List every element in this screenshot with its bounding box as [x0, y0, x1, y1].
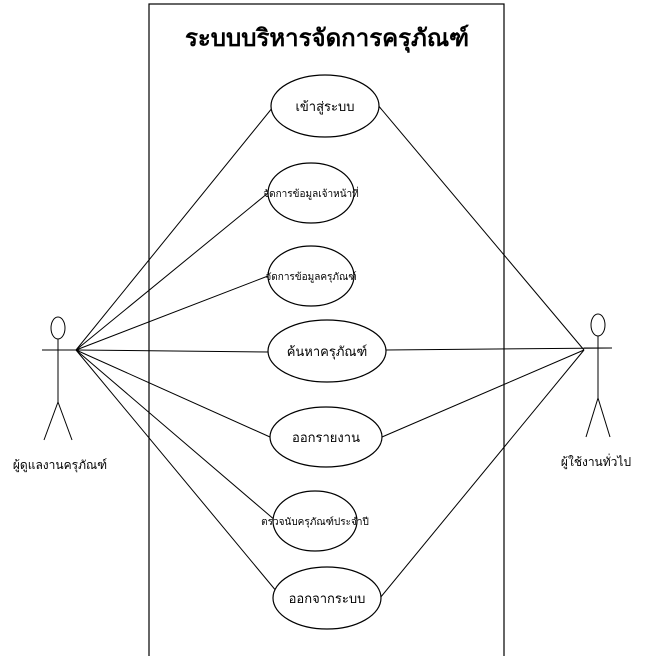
assoc-left-search	[75, 349, 269, 353]
use-case-label: ออกจากระบบ	[289, 592, 366, 607]
actor-head-icon	[50, 316, 66, 340]
assoc-left-manage-staff	[75, 192, 269, 351]
assoc-right-login	[376, 103, 585, 351]
assoc-left-logout	[75, 349, 283, 599]
actor-right-label: ผู้ใช้งานทั่วไป	[561, 453, 631, 470]
left-actor-associations	[75, 106, 283, 599]
use-case-manage-staff: จัดการข้อมูลเจ้าหน้าที่	[263, 162, 359, 224]
system-title: ระบบบริหารจัดการครุภัณฑ์	[185, 23, 469, 54]
actor-left-figure	[42, 316, 76, 441]
use-case-label: ออกรายงาน	[292, 431, 360, 446]
use-case-label: ตรวจนับครุภัณฑ์ประจำปี	[261, 516, 369, 528]
use-case-label: จัดการข้อมูลครุภัณฑ์	[265, 271, 356, 283]
use-case-annual-count: ตรวจนับครุภัณฑ์ประจำปี	[261, 490, 369, 552]
assoc-right-search	[385, 347, 613, 351]
use-case-label: เข้าสู่ระบบ	[295, 100, 354, 115]
actor-right-figure	[584, 313, 612, 438]
system-boundary	[148, 3, 505, 656]
use-case-label: ค้นหาครุภัณฑ์	[287, 344, 368, 360]
assoc-left-login	[75, 106, 274, 351]
assoc-left-report	[75, 349, 271, 438]
use-case-manage-equipment: จัดการข้อมูลครุภัณฑ์	[265, 245, 357, 307]
use-case-label: จัดการข้อมูลเจ้าหน้าที่	[263, 186, 358, 200]
right-actor-associations	[376, 103, 613, 599]
use-case-report: ออกรายงาน	[269, 406, 383, 468]
use-case-logout: ออกจากระบบ	[272, 566, 382, 630]
assoc-left-annual-count	[75, 349, 277, 522]
actor-head-icon	[590, 313, 606, 337]
assoc-left-manage-equipment	[75, 275, 269, 351]
assoc-right-logout	[379, 349, 585, 599]
actor-left-label: ผู้ดูแลงานครุภัณฑ์	[13, 458, 107, 473]
assoc-right-report	[381, 349, 585, 438]
use-case-search: ค้นหาครุภัณฑ์	[267, 319, 387, 383]
use-case-login: เข้าสู่ระบบ	[270, 74, 380, 138]
